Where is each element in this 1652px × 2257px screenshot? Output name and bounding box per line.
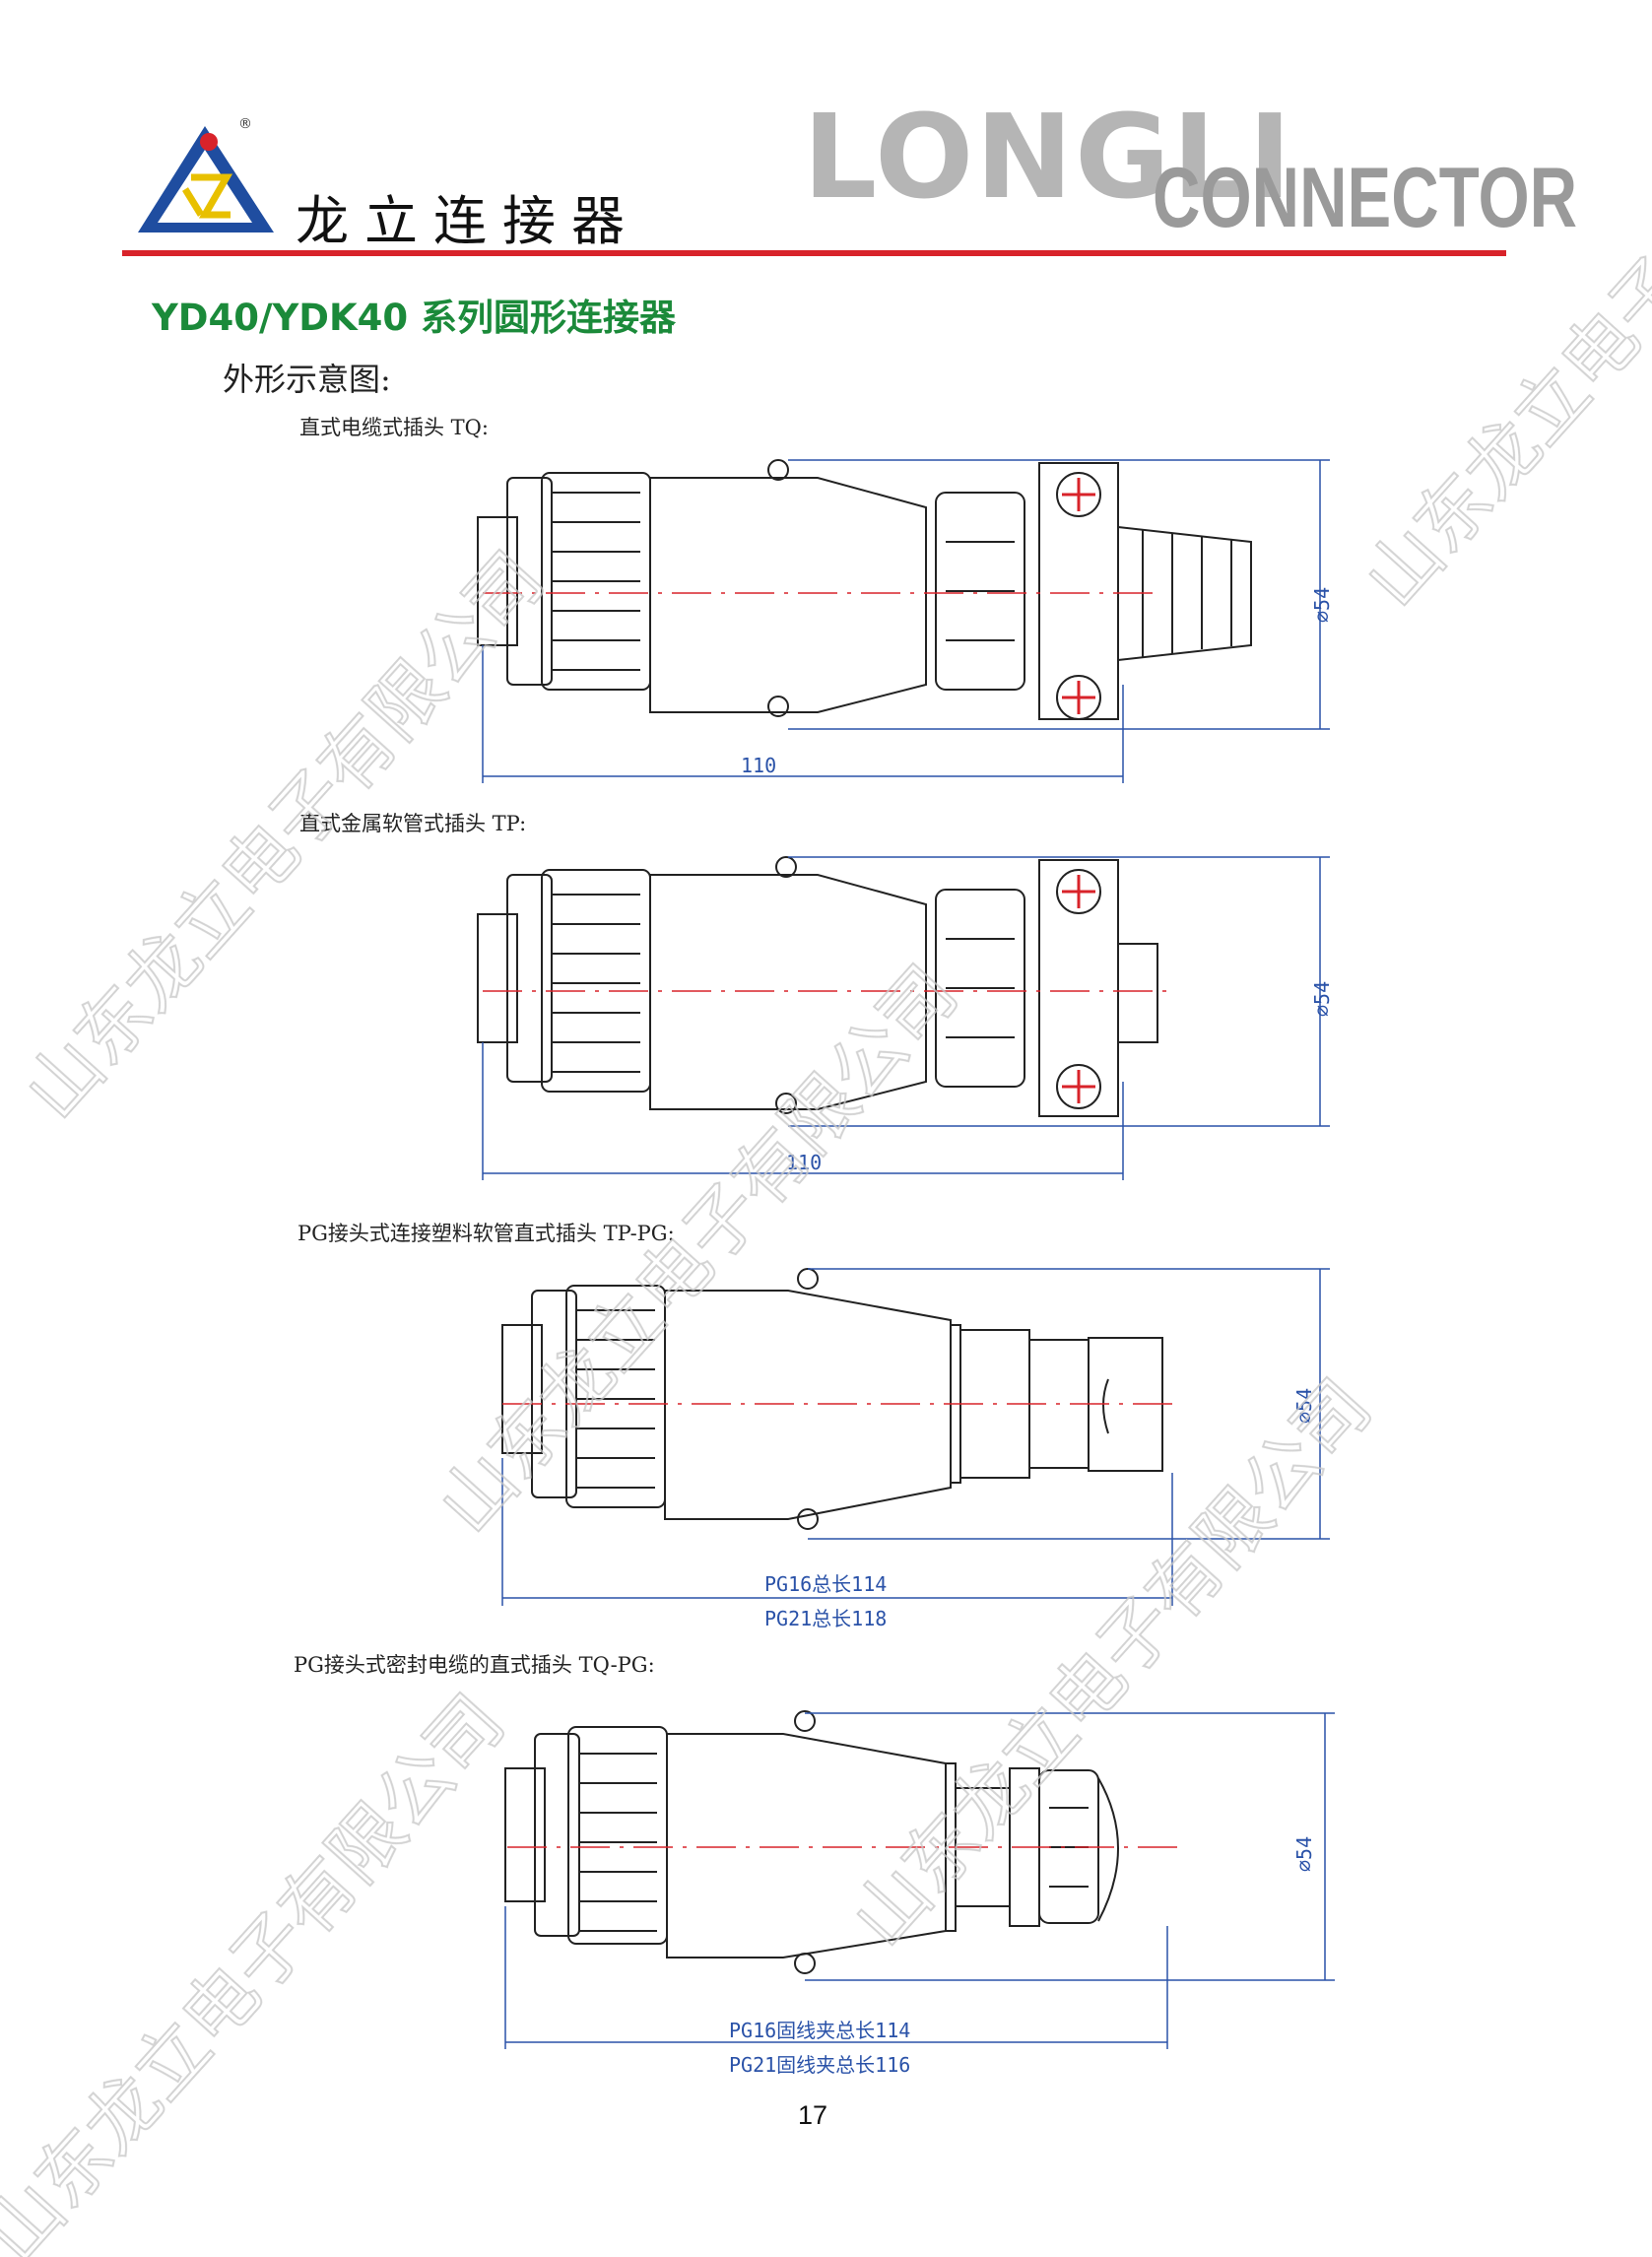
header-divider xyxy=(122,250,1506,256)
figure-caption-tq-pg: PG接头式密封电缆的直式插头 TQ-PG: xyxy=(294,1653,655,1677)
connector-drawing-tp-pg xyxy=(501,1268,1330,1606)
brand-name: LONGLI xyxy=(803,89,1294,225)
svg-text:®: ® xyxy=(238,116,252,132)
length-label-pg21-clamp: PG21固线夹总长116 xyxy=(729,2053,911,2077)
page-number: 17 xyxy=(798,2100,828,2130)
figure-caption-tp-pg: PG接头式连接塑料软管直式插头 TP-PG: xyxy=(297,1222,675,1245)
length-label-pg16-clamp: PG16固线夹总长114 xyxy=(729,2019,911,2042)
diameter-label-tq-pg: ⌀54 xyxy=(1292,1835,1316,1872)
diameter-label-tp-pg: ⌀54 xyxy=(1292,1387,1316,1424)
series-title: YD40/YDK40 系列圆形连接器 xyxy=(152,297,677,339)
watermark-text: 山东龙立电子有限公司 xyxy=(0,1680,521,2257)
section-label: 外形示意图: xyxy=(223,361,391,398)
figure-caption-tp: 直式金属软管式插头 TP: xyxy=(299,812,527,835)
figure-caption-tq: 直式电缆式插头 TQ: xyxy=(299,416,489,439)
connector-drawing-tq xyxy=(477,459,1330,783)
length-label-pg21: PG21总长118 xyxy=(764,1607,888,1630)
diameter-label-tp: ⌀54 xyxy=(1310,980,1334,1017)
watermark-text: 山东龙立电子有限公司 xyxy=(1349,25,1652,623)
connector-drawing-tp xyxy=(477,856,1330,1180)
logo-text: 龙立连接器 xyxy=(296,190,640,252)
logo-icon: ® xyxy=(138,116,274,232)
length-label-tq: 110 xyxy=(741,754,777,777)
brand-subtitle: CONNECTOR xyxy=(1153,151,1578,245)
diameter-label-tq: ⌀54 xyxy=(1310,586,1334,623)
length-label-tp: 110 xyxy=(786,1151,823,1174)
length-label-pg16: PG16总长114 xyxy=(764,1572,888,1596)
connector-drawing-tq-pg xyxy=(504,1710,1335,2049)
